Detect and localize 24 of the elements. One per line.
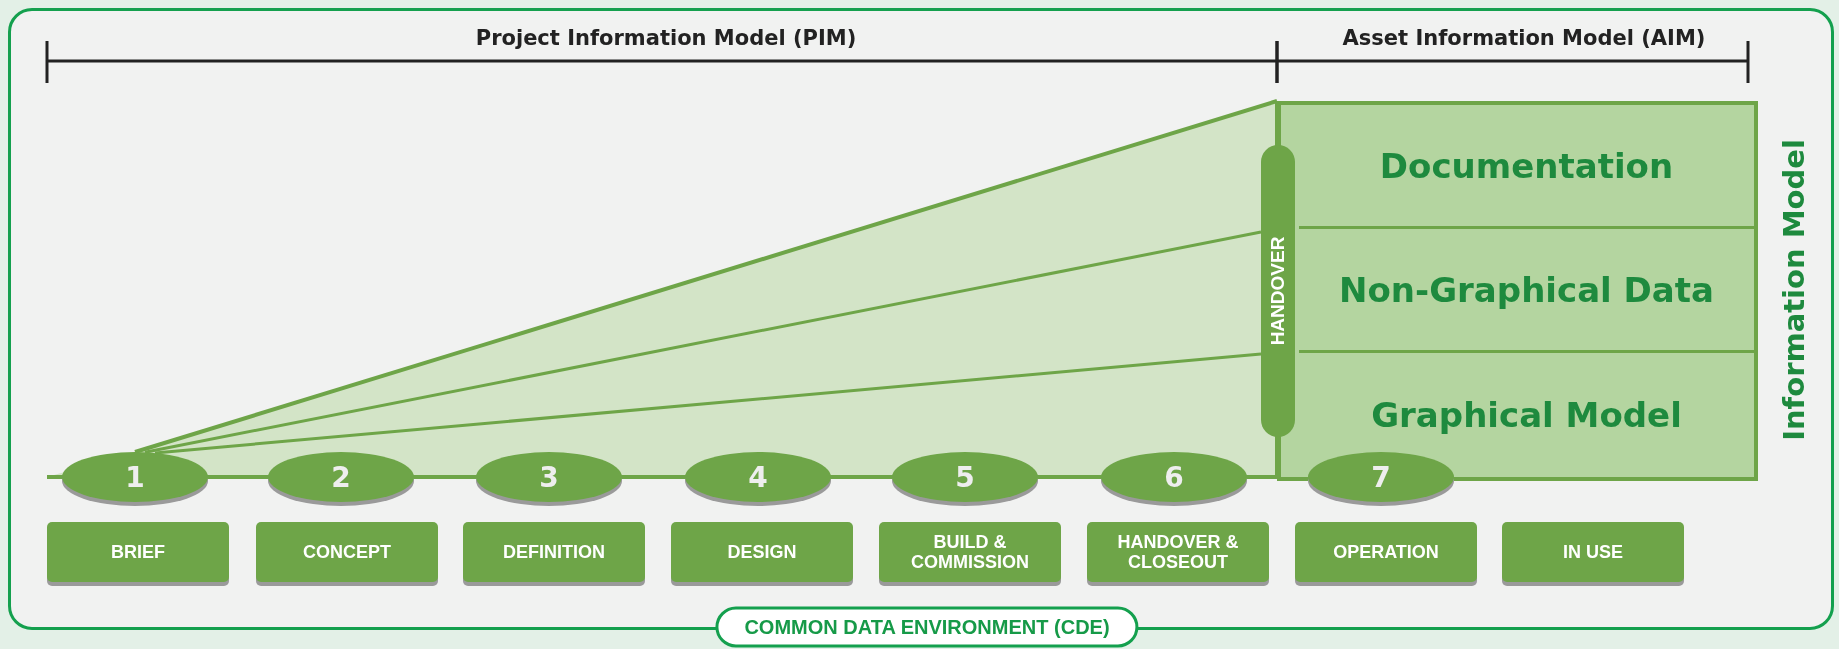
stage-label: DEFINITION	[503, 541, 605, 563]
stage-label: BRIEF	[111, 541, 165, 563]
stage-label: CONCEPT	[303, 541, 391, 563]
stage-number: 7	[1371, 460, 1391, 494]
stage-number: 5	[955, 460, 975, 494]
dimension-label: Asset Information Model (AIM)	[1342, 26, 1706, 50]
stage-number: 2	[331, 460, 351, 494]
stage-label: DESIGN	[727, 541, 797, 563]
dimension-label: Project Information Model (PIM)	[475, 26, 857, 50]
stage-number: 6	[1164, 460, 1184, 494]
bar-label: HANDOVER	[1267, 236, 1289, 346]
stage-number: 3	[539, 460, 559, 494]
stage-label: HANDOVER & CLOSEOUT	[1116, 531, 1240, 573]
section-label: COMMON DATA ENVIRONMENT (CDE)	[715, 606, 1139, 648]
stage-label: BUILD & COMMISSION	[910, 531, 1030, 573]
stage-label: OPERATION	[1333, 541, 1439, 563]
layer-label: Documentation	[1379, 145, 1674, 186]
layer-label: Graphical Model	[1371, 395, 1682, 435]
stage-number: 1	[125, 460, 145, 494]
connector-line	[154, 352, 1262, 455]
layer-label: Non-Graphical Data	[1339, 269, 1714, 310]
stage-label: IN USE	[1563, 541, 1623, 563]
vertical-label: Information Model	[1777, 139, 1811, 441]
stage-number: 4	[748, 460, 768, 494]
